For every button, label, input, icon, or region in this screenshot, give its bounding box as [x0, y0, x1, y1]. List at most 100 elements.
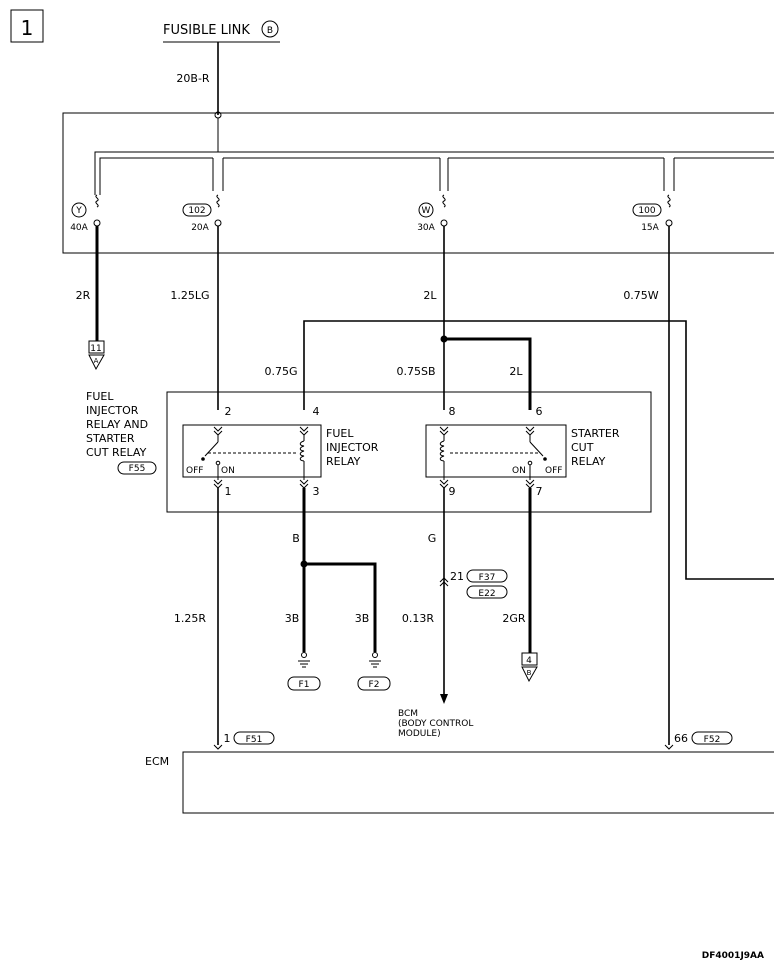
page-number: 1 [21, 16, 34, 40]
bcm-pin: 21 [450, 570, 464, 583]
fusible-link-id-circle [261, 20, 279, 38]
relay-title-2: INJECTOR [86, 404, 139, 417]
fuse-102-rating: 20A [191, 223, 209, 233]
fuse-100-rating: 15A [641, 223, 659, 233]
relay-box [166, 391, 652, 513]
relay-title-1: FUEL [86, 390, 114, 403]
fuse-block [62, 112, 774, 254]
starter-switch-on-contact [527, 460, 533, 466]
wire-2gr-label: 2GR [502, 612, 526, 625]
connector-4-arrow [521, 666, 538, 683]
ground-f2: F2 [369, 680, 380, 690]
bcm-line-2: (BODY CONTROL [398, 719, 473, 729]
fuse-w-id-circle [418, 202, 434, 218]
starter-switch-blade [529, 441, 544, 457]
ground-f1-symbol [298, 652, 310, 668]
fuel-relay-line-2: INJECTOR [326, 441, 379, 454]
wire-g-label: G [428, 532, 437, 545]
footer-code: DF4001J9AA [702, 951, 764, 961]
fusible-link-id: B [267, 26, 273, 36]
connector-4-letter: B [527, 669, 532, 677]
wire-075w-label: 0.75W [623, 289, 658, 302]
ecm-box [182, 751, 774, 814]
fuel-switch-blade [204, 441, 219, 457]
fusible-link-label: FUSIBLE LINK [163, 23, 250, 38]
ground-f2-symbol [369, 652, 381, 668]
starter-on-label: ON [512, 466, 526, 476]
bcm-conn-top: F37 [479, 573, 496, 583]
wire-2l-branch-label: 2L [509, 365, 523, 378]
fuse-w-rating: 30A [417, 223, 435, 233]
bcm-arrow [440, 694, 448, 704]
wire-3b-1-label: 3B [285, 612, 300, 625]
starter-cut-relay-box [425, 424, 567, 478]
fusible-wire-label: 20B-R [176, 72, 210, 85]
fuse-y-id-circle [71, 202, 87, 218]
wire-3b-2-label: 3B [355, 612, 370, 625]
fuse-100-id: 100 [638, 206, 655, 216]
fuse-100-id-box [632, 203, 662, 217]
ecm-pin66: 66 [674, 732, 688, 745]
wire-b-label: B [292, 532, 300, 545]
connector-11-letter: A [94, 357, 99, 365]
relay-connector-box [117, 461, 157, 475]
bcm-line-1: BCM [398, 709, 418, 719]
page-number-box [10, 9, 44, 43]
fuse-102-id-box [182, 203, 212, 217]
fuel-switch-on-contact [215, 460, 221, 466]
pin-7: 7 [536, 485, 543, 498]
pin-4: 4 [313, 405, 320, 418]
connector-11-arrow [88, 354, 105, 371]
bcm-line-3: MODULE) [398, 729, 441, 739]
relay-title-3: RELAY AND [86, 418, 148, 431]
fuel-injector-relay-box [182, 424, 322, 478]
pin-8: 8 [449, 405, 456, 418]
starter-relay-line-1: STARTER [571, 427, 620, 440]
fuse-102 [214, 194, 222, 227]
starter-relay-line-3: RELAY [571, 455, 606, 468]
connector-4-num: 4 [526, 656, 532, 666]
ecm-pin1-chevron [213, 744, 223, 750]
connector-11-num: 11 [90, 344, 101, 354]
connector-11-box [88, 340, 105, 354]
ecm-conn1-box [233, 731, 275, 745]
fuel-relay-line-1: FUEL [326, 427, 354, 440]
relay-title-5: CUT RELAY [86, 446, 147, 459]
ground-f2-box [357, 676, 391, 691]
fuse-102-id: 102 [188, 206, 205, 216]
pin-2: 2 [225, 405, 232, 418]
wire-2l-label: 2L [423, 289, 437, 302]
busbar-outer [94, 151, 774, 191]
ground-f1: F1 [299, 680, 310, 690]
bcm-conn-top-box [466, 569, 508, 583]
pin-1: 1 [225, 485, 232, 498]
wire-075sb-label: 0.75SB [396, 365, 435, 378]
fuel-switch-off-contact [201, 457, 205, 461]
wire-013r-label: 0.13R [402, 612, 434, 625]
relay-title-4: STARTER [86, 432, 135, 445]
fuse-100 [665, 194, 673, 227]
wire-2r-label: 2R [76, 289, 91, 302]
ecm-conn1: F51 [246, 735, 263, 745]
fuel-off-label: OFF [186, 466, 203, 476]
starter-coil [439, 440, 445, 462]
fuel-on-label: ON [221, 466, 235, 476]
pin-chevrons [213, 426, 535, 489]
ground-f1-box [287, 676, 321, 691]
fuse-y [93, 191, 101, 227]
pin-3: 3 [313, 485, 320, 498]
busbar-inner [99, 157, 774, 191]
fuse-w-id: W [422, 206, 431, 216]
fuel-coil [299, 440, 305, 462]
wire-075g [303, 320, 774, 580]
ecm-label: ECM [145, 755, 169, 768]
ecm-pin1: 1 [224, 732, 231, 745]
pin-9: 9 [449, 485, 456, 498]
bcm-conn-bottom-box [466, 585, 508, 599]
starter-relay-line-2: CUT [571, 441, 594, 454]
wire-2l-branch [444, 337, 532, 410]
wire-125lg-label: 1.25LG [170, 289, 209, 302]
starter-switch-off-contact [543, 457, 547, 461]
fuse-w [440, 194, 448, 227]
